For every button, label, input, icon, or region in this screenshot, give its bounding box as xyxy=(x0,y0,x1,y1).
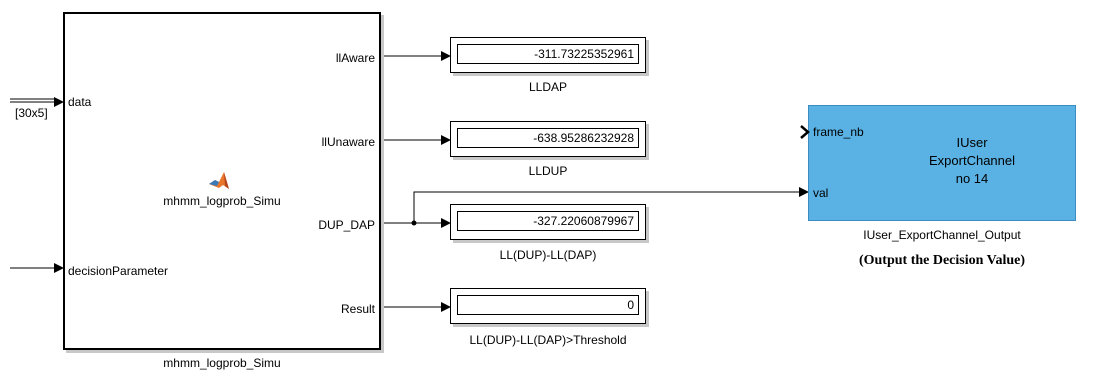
display-lldap[interactable]: -311.73225352961 xyxy=(450,37,646,73)
branch-point xyxy=(411,220,417,226)
display-label-difference: LL(DUP)-LL(DAP) xyxy=(499,248,597,262)
export-line-1: IUser xyxy=(956,135,988,150)
display-value: 0 xyxy=(457,295,639,315)
output-port-result[interactable]: Result xyxy=(340,302,375,316)
decision-caption: (Output the Decision Value) xyxy=(858,253,1026,268)
signal-dimension-label: [30x5] xyxy=(15,106,48,120)
output-port-dup-dap[interactable]: DUP_DAP xyxy=(318,218,375,232)
port-frame-nb[interactable]: frame_nb xyxy=(813,125,864,139)
matlab-function-block[interactable]: data decisionParameter llAware llUnaware… xyxy=(63,12,381,350)
export-channel-block[interactable]: frame_nb val IUser ExportChannel no 14 xyxy=(800,105,1076,221)
input-port-decision-parameter[interactable]: decisionParameter xyxy=(68,264,169,278)
matlab-logo-icon xyxy=(209,172,229,189)
display-value: -311.73225352961 xyxy=(457,44,639,64)
display-value: -327.22060879967 xyxy=(457,211,639,231)
display-label-lldup: LLDUP xyxy=(528,164,568,178)
display-difference[interactable]: -327.22060879967 xyxy=(450,204,646,240)
port-val[interactable]: val xyxy=(813,186,829,200)
frame-nb-port-chevron-icon xyxy=(800,125,810,139)
input-port-data[interactable]: data xyxy=(68,95,92,109)
display-label-threshold: LL(DUP)-LL(DAP)>Threshold xyxy=(469,333,627,347)
display-threshold[interactable]: 0 xyxy=(450,288,646,324)
display-lldup[interactable]: -638.95286232928 xyxy=(450,121,646,157)
dupdap-branch-wire xyxy=(413,187,809,223)
output-port-llunaware[interactable]: llUnaware xyxy=(321,135,375,149)
display-value: -638.95286232928 xyxy=(457,128,639,148)
export-block-label: IUser_ExportChannel_Output xyxy=(863,228,1021,242)
output-port-llaware[interactable]: llAware xyxy=(335,51,375,65)
export-line-3: no 14 xyxy=(955,171,989,186)
block-inner-label: mhmm_logprob_Simu xyxy=(163,194,281,208)
display-label-lldap: LLDAP xyxy=(528,80,568,94)
block-name-label: mhmm_logprob_Simu xyxy=(163,356,281,370)
export-line-2: ExportChannel xyxy=(929,153,1015,168)
